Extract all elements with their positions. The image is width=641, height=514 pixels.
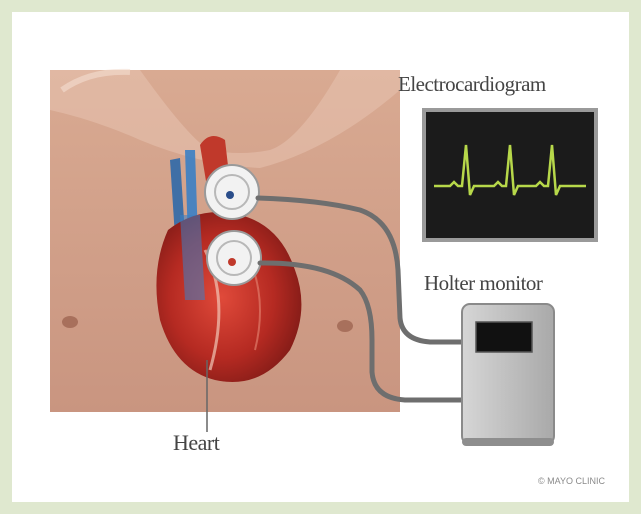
electrode-lower bbox=[207, 231, 261, 285]
left-nipple bbox=[62, 316, 78, 328]
holter-monitor-device bbox=[462, 304, 554, 446]
monitor-screen bbox=[476, 322, 532, 352]
heart-label: Heart bbox=[173, 430, 219, 456]
copyright-text: © MAYO CLINIC bbox=[538, 476, 605, 486]
ecg-display bbox=[424, 110, 596, 240]
right-nipple bbox=[337, 320, 353, 332]
ecg-label: Electrocardiogram bbox=[398, 72, 546, 97]
holter-monitor-label: Holter monitor bbox=[424, 271, 542, 296]
electrode-upper bbox=[205, 165, 259, 219]
